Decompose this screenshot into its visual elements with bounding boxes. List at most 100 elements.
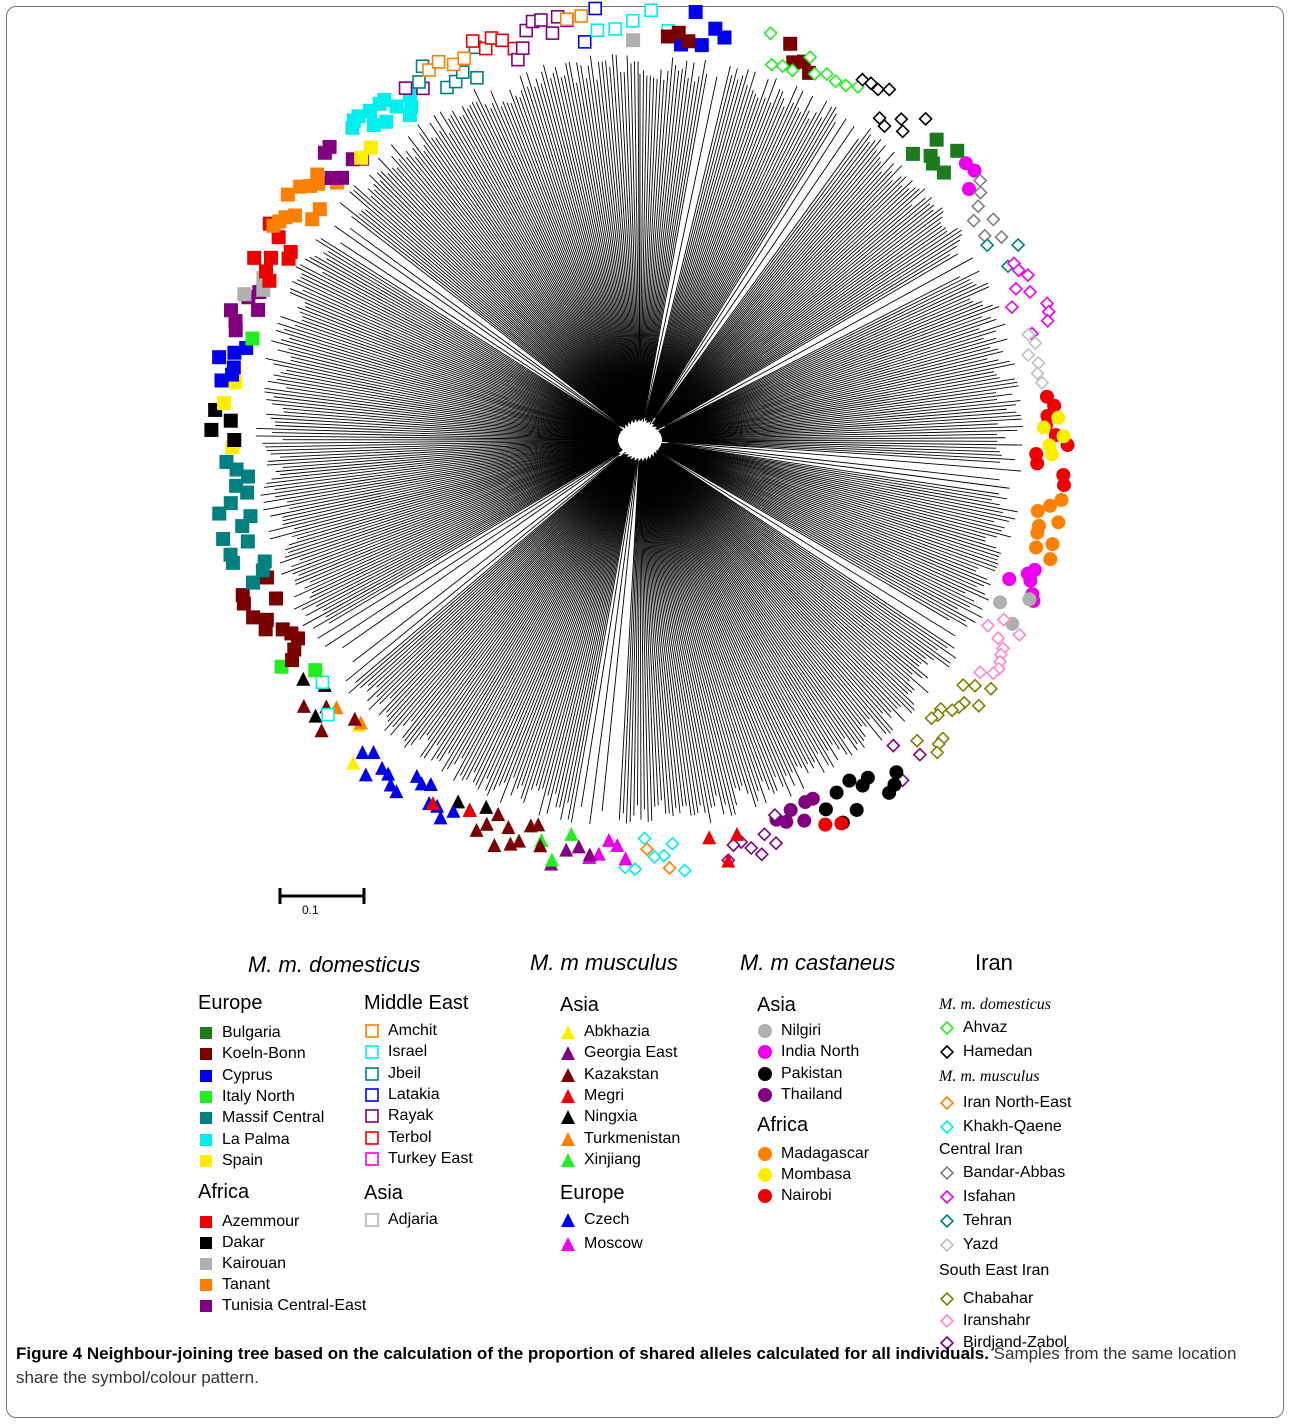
tree-branch <box>294 324 622 435</box>
tree-tip <box>503 836 518 851</box>
tree-branch <box>645 79 739 418</box>
tree-branch <box>462 114 630 421</box>
tree-branch <box>431 137 627 421</box>
legend-item: Tanant <box>198 1276 270 1294</box>
legend-label: Chabahar <box>963 1290 1034 1307</box>
tree-branch <box>661 304 984 432</box>
tree-tip <box>312 202 327 217</box>
tree-tip <box>665 836 680 851</box>
tree-tip <box>1012 627 1027 642</box>
tree-branch <box>282 407 615 439</box>
tree-branch <box>656 454 910 682</box>
tree-tip <box>895 124 910 139</box>
tree-branch <box>453 462 628 781</box>
tree-branch <box>639 459 642 820</box>
tree-branch <box>665 443 1008 500</box>
tree-branch <box>270 440 621 455</box>
tree-branch <box>642 59 706 423</box>
tree-branch <box>647 456 809 774</box>
tree-branch <box>646 464 743 786</box>
legend-symbol <box>939 1020 955 1036</box>
tree-tip <box>226 360 241 375</box>
tree-branch <box>260 442 619 496</box>
legend-symbol <box>200 1090 212 1103</box>
tree-branch <box>667 385 1019 437</box>
tree-branch <box>653 118 847 419</box>
tree-branch <box>295 447 622 585</box>
tree-branch <box>534 86 635 422</box>
tree-tip <box>240 534 255 549</box>
tree-tip <box>849 802 864 817</box>
tree-branch <box>642 460 692 816</box>
legend-item: Tehran <box>939 1212 1012 1230</box>
tree-tip <box>246 610 261 625</box>
tree-tip <box>637 831 652 846</box>
tree-branch <box>555 463 635 808</box>
tree-branch <box>369 174 623 424</box>
legend-symbol <box>939 1335 955 1351</box>
tree-tip <box>956 678 971 693</box>
tree-branch <box>640 462 659 806</box>
tree-branch <box>645 461 733 816</box>
legend-section-heading: Africa <box>757 1114 809 1136</box>
tree-branch <box>486 458 633 796</box>
tree-tip <box>358 767 373 782</box>
tree-tip <box>980 618 996 633</box>
legend-label: Isfahan <box>963 1188 1016 1205</box>
tree-branch <box>353 189 623 426</box>
tree-branch <box>656 245 958 431</box>
tree-branch <box>656 171 882 422</box>
tree-branch <box>625 464 640 824</box>
legend-label: Megri <box>584 1086 625 1104</box>
tree-branch <box>655 176 902 425</box>
tree-branch <box>461 105 628 417</box>
tree-branch <box>351 215 623 427</box>
tree-branch <box>650 463 798 767</box>
tree-branch <box>659 439 998 442</box>
tree-branch <box>664 449 988 580</box>
tree-branch <box>436 456 630 759</box>
tree-branch <box>623 72 640 420</box>
tree-tip <box>214 373 229 388</box>
tree-branch <box>266 440 621 466</box>
tree-branch <box>652 140 876 425</box>
tree-branch <box>282 445 614 518</box>
tree-branch <box>651 128 872 425</box>
tree-branch <box>667 399 998 438</box>
tree-branch <box>665 276 961 428</box>
tree-branch <box>296 445 619 540</box>
legend-item: Iranshahr <box>939 1312 1031 1330</box>
tree-branch <box>648 97 766 417</box>
legend-symbol <box>200 1216 212 1228</box>
tree-branch <box>484 104 629 416</box>
tree-branch <box>473 88 631 419</box>
tree-tip <box>469 822 484 837</box>
tree-branch <box>650 112 802 419</box>
tree-branch <box>665 358 988 435</box>
tree-branch <box>641 462 670 814</box>
tree-tip <box>980 238 995 253</box>
tree-branch <box>340 242 620 428</box>
tree-branch <box>391 155 626 424</box>
tree-branch <box>651 117 823 419</box>
tree-branch <box>647 75 744 414</box>
tree-branch <box>657 222 942 428</box>
tree-branch <box>406 156 626 423</box>
tree-branch <box>269 444 622 540</box>
legend-symbol <box>758 1024 772 1038</box>
tree-branch <box>305 448 624 617</box>
legend-label: Ahvaz <box>963 1019 1008 1036</box>
tree-branch <box>668 408 1008 439</box>
tree-branch <box>656 141 870 419</box>
tree-branch <box>645 66 731 418</box>
legend-item: Nilgiri <box>757 1022 821 1040</box>
tree-branch <box>655 448 950 621</box>
tree-branch <box>288 348 616 435</box>
tree-branch <box>662 455 950 668</box>
tree-branch <box>658 447 986 595</box>
tree-branch <box>300 276 618 430</box>
tree-tip <box>409 768 424 783</box>
tree-branch <box>654 216 943 430</box>
tree-tip <box>588 1 602 16</box>
legend-label: Spain <box>222 1151 263 1169</box>
